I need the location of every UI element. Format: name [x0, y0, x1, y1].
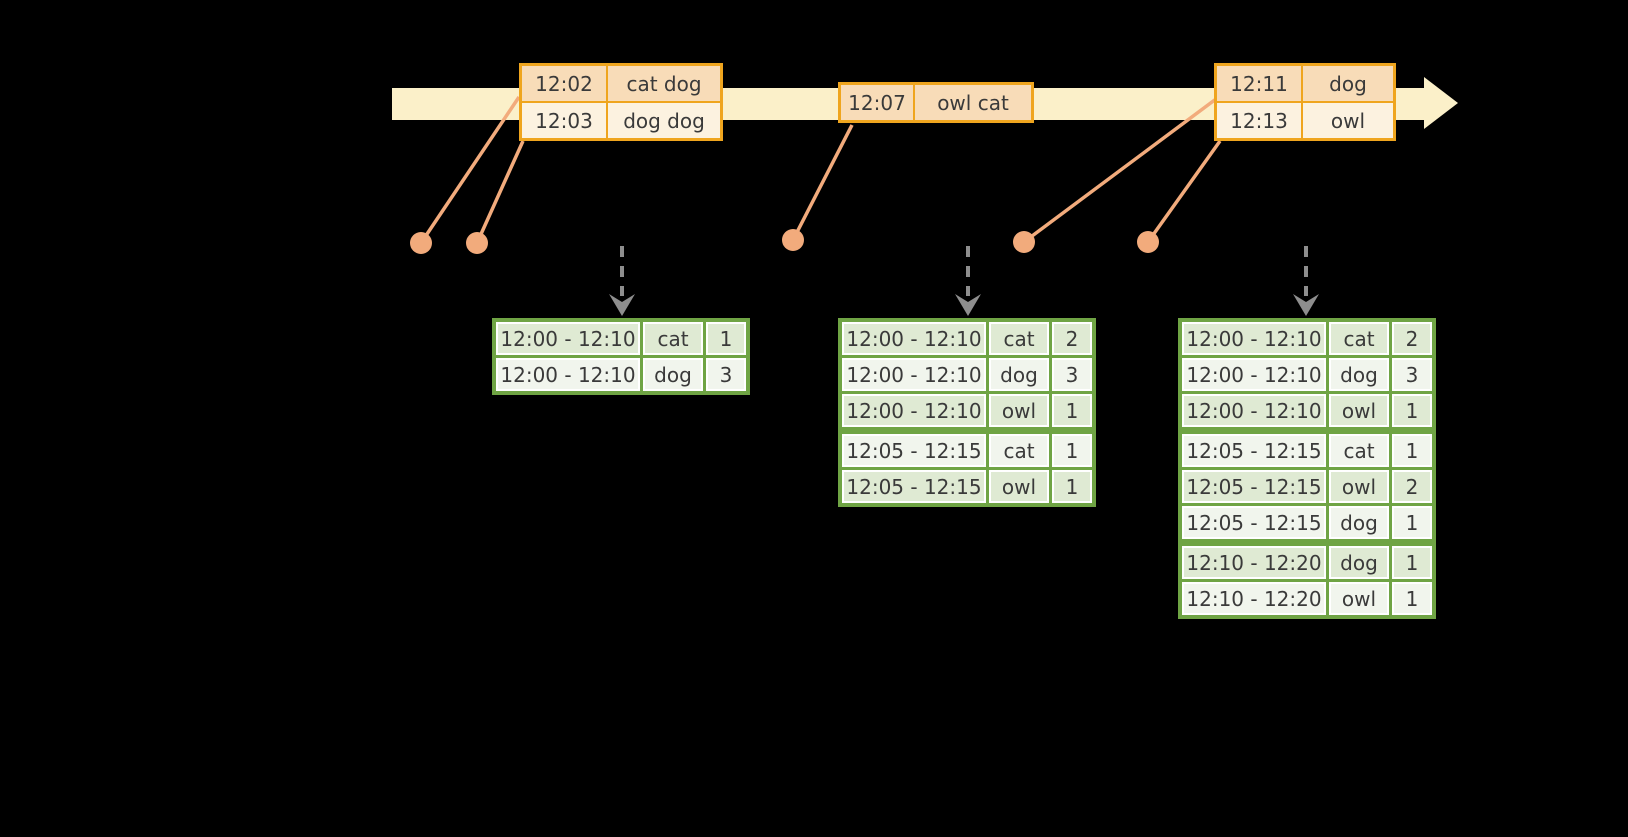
result-word-cell: dog — [643, 358, 703, 391]
event-dot — [466, 232, 488, 254]
trigger-arrowhead-icon — [1293, 294, 1319, 316]
result-count-cell: 1 — [1052, 470, 1092, 503]
result-window-cell: 12:00 - 12:10 — [496, 322, 640, 355]
result-count-cell: 3 — [706, 358, 746, 391]
result-window-cell: 12:10 - 12:20 — [1182, 582, 1326, 615]
result-window-cell: 12:00 - 12:10 — [1182, 394, 1326, 427]
event-row: 12:02 cat dog — [522, 66, 720, 101]
trigger-arrowhead-icon — [955, 294, 981, 316]
event-lines — [419, 96, 1222, 244]
event-time-cell: 12:13 — [1217, 103, 1301, 138]
result-word-cell: owl — [989, 394, 1049, 427]
event-words-cell: dog dog — [606, 103, 720, 138]
result-table-3: 12:00 - 12:10 cat 2 12:00 - 12:10 dog 3 … — [1178, 318, 1436, 619]
trigger-arrow-lines — [620, 246, 1308, 296]
event-dot — [782, 229, 804, 251]
result-row: 12:00 - 12:10 owl 1 — [1182, 394, 1432, 427]
result-word-cell: owl — [1329, 470, 1389, 503]
event-time-cell: 12:02 — [522, 66, 606, 101]
result-word-cell: dog — [1329, 506, 1389, 539]
result-window-cell: 12:00 - 12:10 — [496, 358, 640, 391]
result-count-cell: 2 — [1392, 322, 1432, 355]
event-line — [475, 140, 525, 244]
result-count-cell: 1 — [1392, 434, 1432, 467]
result-word-cell: owl — [1329, 582, 1389, 615]
result-count-cell: 1 — [1392, 506, 1432, 539]
event-time-cell: 12:03 — [522, 103, 606, 138]
event-words-cell: dog — [1301, 66, 1393, 101]
event-table-2: 12:07 owl cat — [838, 82, 1034, 123]
result-row: 12:00 - 12:10 cat 2 — [842, 322, 1092, 355]
result-row: 12:05 - 12:15 cat 1 — [842, 434, 1092, 467]
result-window-cell: 12:05 - 12:15 — [1182, 470, 1326, 503]
result-word-cell: dog — [1329, 546, 1389, 579]
event-dots — [410, 229, 1159, 254]
event-dot — [1137, 231, 1159, 253]
result-row: 12:00 - 12:10 cat 1 — [496, 322, 746, 355]
result-count-cell: 1 — [1052, 394, 1092, 427]
result-word-cell: cat — [1329, 322, 1389, 355]
result-window-cell: 12:05 - 12:15 — [1182, 506, 1326, 539]
result-row: 12:05 - 12:15 owl 1 — [842, 470, 1092, 503]
result-window-cell: 12:05 - 12:15 — [1182, 434, 1326, 467]
result-window-cell: 12:10 - 12:20 — [1182, 546, 1326, 579]
result-row: 12:00 - 12:10 owl 1 — [842, 394, 1092, 427]
event-time-cell: 12:07 — [841, 85, 913, 120]
result-window-cell: 12:05 - 12:15 — [842, 470, 986, 503]
timeline-arrowhead-icon — [1424, 77, 1458, 129]
result-count-cell: 2 — [1052, 322, 1092, 355]
event-line — [791, 124, 854, 241]
result-table-2: 12:00 - 12:10 cat 2 12:00 - 12:10 dog 3 … — [838, 318, 1096, 507]
event-line — [419, 96, 521, 244]
trigger-arrowheads — [609, 294, 1319, 316]
result-count-cell: 1 — [706, 322, 746, 355]
result-window-cell: 12:00 - 12:10 — [1182, 358, 1326, 391]
result-row: 12:00 - 12:10 dog 3 — [842, 358, 1092, 391]
event-row: 12:03 dog dog — [522, 101, 720, 138]
result-row: 12:00 - 12:10 cat 2 — [1182, 322, 1432, 355]
result-word-cell: owl — [989, 470, 1049, 503]
result-word-cell: dog — [1329, 358, 1389, 391]
result-word-cell: dog — [989, 358, 1049, 391]
result-word-cell: cat — [989, 434, 1049, 467]
event-row: 12:07 owl cat — [841, 85, 1031, 120]
result-count-cell: 3 — [1052, 358, 1092, 391]
event-dot — [1013, 231, 1035, 253]
event-table-3: 12:11 dog 12:13 owl — [1214, 63, 1396, 141]
result-row: 12:00 - 12:10 dog 3 — [1182, 358, 1432, 391]
event-row: 12:11 dog — [1217, 66, 1393, 101]
event-line — [1022, 97, 1218, 244]
event-row: 12:13 owl — [1217, 101, 1393, 138]
result-word-cell: cat — [643, 322, 703, 355]
result-row: 12:00 - 12:10 dog 3 — [496, 358, 746, 391]
event-table-1: 12:02 cat dog 12:03 dog dog — [519, 63, 723, 141]
result-count-cell: 3 — [1392, 358, 1432, 391]
result-window-cell: 12:05 - 12:15 — [842, 434, 986, 467]
result-row: 12:05 - 12:15 owl 2 — [1182, 470, 1432, 503]
result-row: 12:10 - 12:20 owl 1 — [1182, 582, 1432, 615]
event-words-cell: owl cat — [913, 85, 1031, 120]
result-window-cell: 12:00 - 12:10 — [842, 394, 986, 427]
result-count-cell: 1 — [1052, 434, 1092, 467]
result-row: 12:05 - 12:15 dog 1 — [1182, 506, 1432, 539]
result-window-cell: 12:00 - 12:10 — [842, 322, 986, 355]
result-row: 12:10 - 12:20 dog 1 — [1182, 546, 1432, 579]
result-window-cell: 12:00 - 12:10 — [842, 358, 986, 391]
trigger-arrowhead-icon — [609, 294, 635, 316]
result-count-cell: 1 — [1392, 582, 1432, 615]
result-row: 12:05 - 12:15 cat 1 — [1182, 434, 1432, 467]
event-line — [1146, 139, 1222, 244]
event-time-cell: 12:11 — [1217, 66, 1301, 101]
result-word-cell: owl — [1329, 394, 1389, 427]
result-word-cell: cat — [989, 322, 1049, 355]
event-dot — [410, 232, 432, 254]
result-count-cell: 1 — [1392, 394, 1432, 427]
event-words-cell: owl — [1301, 103, 1393, 138]
event-words-cell: cat dog — [606, 66, 720, 101]
result-count-cell: 1 — [1392, 546, 1432, 579]
result-word-cell: cat — [1329, 434, 1389, 467]
result-count-cell: 2 — [1392, 470, 1432, 503]
result-window-cell: 12:00 - 12:10 — [1182, 322, 1326, 355]
result-table-1: 12:00 - 12:10 cat 1 12:00 - 12:10 dog 3 — [492, 318, 750, 395]
